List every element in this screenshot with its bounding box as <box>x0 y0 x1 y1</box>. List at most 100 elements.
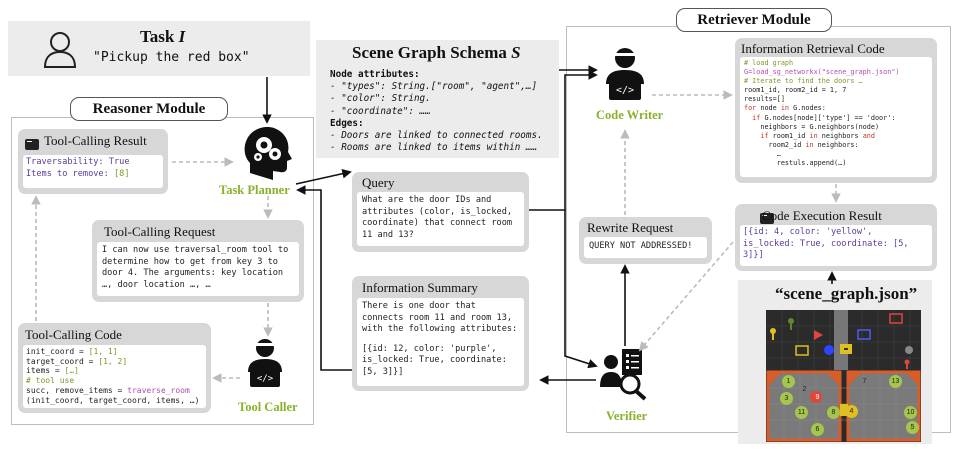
node-6: 6 <box>811 423 824 436</box>
task-symbol: I <box>178 27 186 46</box>
rc-c6a: for <box>744 104 757 113</box>
result-line2-key: Items to remove: <box>26 168 114 179</box>
task-text: "Pickup the red box" <box>93 50 250 65</box>
rc-c10b: in <box>805 140 814 149</box>
result-line1-val: True <box>108 157 130 167</box>
node-8: 8 <box>827 406 840 419</box>
rc-c11: … <box>744 149 781 158</box>
code-l4: # tool use <box>26 376 75 386</box>
schema-symbol: S <box>511 43 521 62</box>
rewrite-request-title: Rewrite Request <box>587 220 674 235</box>
summary-data: [{id: 12, color: 'purple', is_locked: Tr… <box>362 343 507 377</box>
verifier-icon <box>598 347 648 401</box>
code-l2a: target_coord = <box>26 356 99 366</box>
rc-c4: room1_id, room2_id = 1, 7 <box>744 86 847 95</box>
schema-edges-label: Edges: <box>330 117 364 129</box>
rc-c9c: in <box>809 131 818 140</box>
tool-calling-code-body: init_coord = [1, 1] target_coord = [1, 2… <box>23 345 206 408</box>
information-summary-title: Information Summary <box>362 280 478 295</box>
tool-calling-result-title: Tool-Calling Result <box>44 133 147 148</box>
tool-caller-icon: </> <box>242 338 288 390</box>
tool-calling-code-title: Tool-Calling Code <box>25 327 122 342</box>
rewrite-request-body: QUERY NOT ADDRESSED! <box>584 237 707 258</box>
result-line1-key: Traversability: <box>26 157 109 167</box>
verifier-label: Verifier <box>606 409 648 423</box>
code-l1a: init_coord = <box>26 347 89 356</box>
exec-line-3: 3]}] <box>743 250 764 260</box>
schema-edge-2: - Rooms are linked to items within …… <box>330 142 538 154</box>
node-10: 10 <box>904 406 917 419</box>
node-4: 4 <box>845 405 858 418</box>
rc-c8: neighbors = G.neighbors(node) <box>744 122 880 131</box>
schema-edge-1: - Doors are linked to connected rooms. <box>330 130 543 142</box>
information-summary-body: There is one door that connects room 11 … <box>357 298 524 386</box>
task-planner-label: Task Planner <box>219 183 290 197</box>
schema-title: Scene Graph Schema S <box>352 43 521 63</box>
rc-c9a: if <box>744 131 769 140</box>
rc-c6c: in <box>780 104 790 113</box>
tool-calling-request-title: Tool-Calling Request <box>104 224 216 239</box>
schema-box <box>316 40 559 158</box>
result-line2-val: [8] <box>113 168 130 179</box>
terminal-icon <box>760 212 774 224</box>
rc-c6b: node <box>756 104 781 113</box>
code-writer-icon: </> <box>600 47 650 103</box>
query-title: Query <box>362 175 395 190</box>
rc-c9b: room1_id <box>768 131 810 140</box>
tool-calling-result-body: Traversability: True Items to remove: [8… <box>23 155 163 188</box>
retriever-module-title: Retriever Module <box>676 8 832 32</box>
code-l5b: traverse_room <box>127 385 190 395</box>
rc-c5: results=[] <box>744 95 785 104</box>
rc-c7a: if <box>744 113 761 122</box>
task-title: Task I <box>140 27 185 47</box>
svg-text:</>: </> <box>616 85 634 96</box>
node-7: 7 <box>862 378 867 385</box>
query-body: What are the door IDs and attributes (co… <box>357 192 524 246</box>
code-l3b: […] <box>64 366 79 376</box>
rc-c9e: and <box>862 131 875 140</box>
node-13: 13 <box>889 375 902 388</box>
code-l2b: [1, 2] <box>98 356 128 366</box>
scene-graph-image: 1 2 3 4 5 6 7 8 9 10 11 13 <box>766 310 921 442</box>
task-title-text: Task <box>140 27 175 46</box>
rc-c7b: G.nodes[node]['type'] == 'door': <box>760 113 896 122</box>
exec-line-1: [{id: 4, color: 'yellow', <box>743 227 873 237</box>
schema-line-2: - "color": String. <box>330 93 431 105</box>
node-9: 9 <box>815 394 820 401</box>
svg-text:</>: </> <box>257 374 274 384</box>
rc-c12: restuls.append(…) <box>744 159 847 168</box>
rc-c1: # load graph <box>744 59 794 67</box>
retrieval-code-title: Information Retrieval Code <box>741 41 885 56</box>
schema-body: Node attributes: - "types": String.["roo… <box>330 69 543 154</box>
code-l6: (init_coord, target_coord, items, …) <box>26 395 200 405</box>
retrieval-code-body: # load graph G=load_sg_networkx("scene_g… <box>740 57 932 177</box>
node-5: 5 <box>906 421 919 434</box>
node-3: 3 <box>780 392 793 405</box>
scene-graph-title: “scene_graph.json” <box>775 284 918 303</box>
rc-c10a: room2_id <box>744 140 806 149</box>
rc-c9d: neighbors <box>817 131 863 140</box>
rc-c6d: G.nodes: <box>789 104 826 113</box>
schema-title-text: Scene Graph Schema <box>352 43 507 62</box>
schema-line-3: - "coordinate": …… <box>330 105 431 117</box>
reasoner-module-title: Reasoner Module <box>70 97 228 121</box>
terminal-icon <box>25 138 39 150</box>
schema-line-1: - "types": String.["room", "agent",…] <box>330 81 538 93</box>
code-l3a: items = <box>26 366 65 376</box>
node-1: 1 <box>782 375 795 388</box>
node-11: 11 <box>795 406 808 419</box>
rc-c3: # Iterate to find the doors … <box>744 77 863 86</box>
node-2: 2 <box>802 386 807 393</box>
tool-calling-request-body: I can now use traversal_room tool to det… <box>97 242 299 296</box>
exec-line-2: is_locked: True, coordinate: [5, <box>743 238 909 249</box>
rc-c2: G=load_sg_networkx("scene_graph.json") <box>744 68 900 77</box>
brain-head-icon <box>240 123 294 181</box>
code-execution-result-body: [{id: 4, color: 'yellow', is_locked: Tru… <box>740 225 932 266</box>
tool-caller-label: Tool Caller <box>238 400 298 414</box>
user-icon <box>42 29 78 69</box>
schema-node-attrs-label: Node attributes: <box>330 69 420 80</box>
code-l5a: succ, remove_items = <box>26 385 128 395</box>
code-l1b: [1, 1] <box>88 347 118 356</box>
code-writer-label: Code Writer <box>596 108 664 122</box>
rc-c10c: neighbors: <box>813 140 859 149</box>
